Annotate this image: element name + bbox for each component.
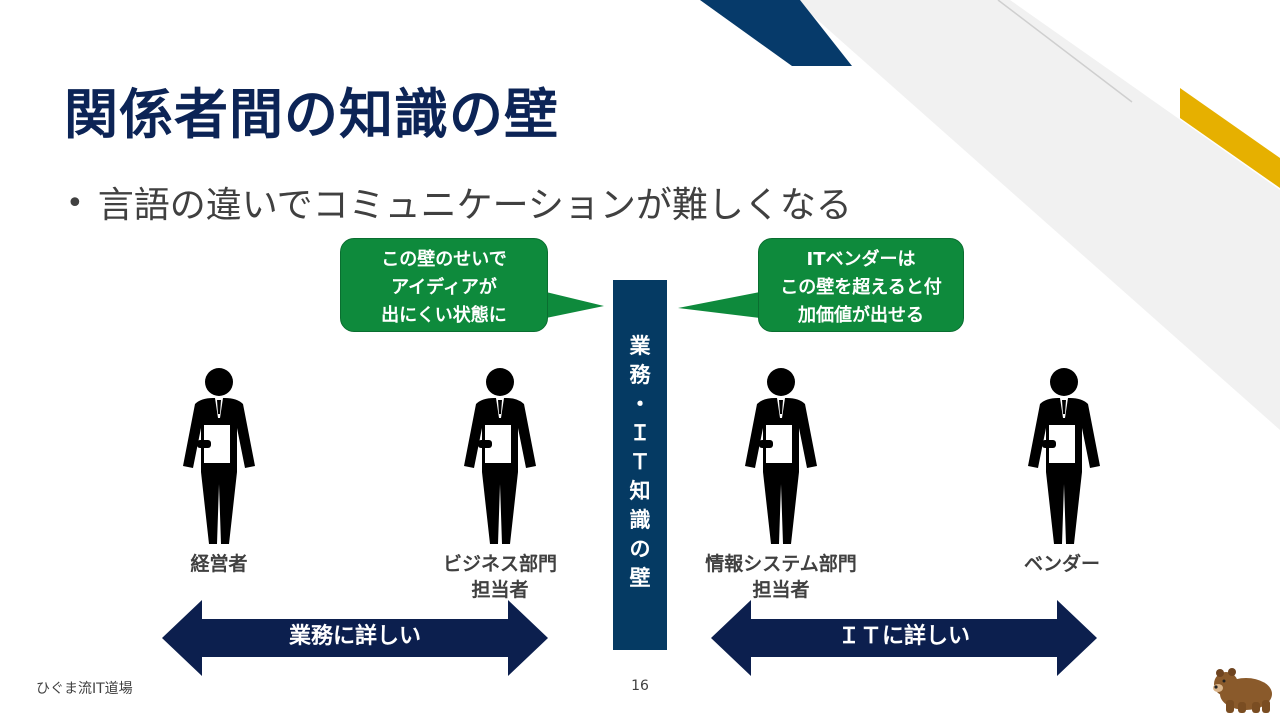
person-label-vendor: ベンダー xyxy=(962,551,1162,603)
callout-left-tail xyxy=(546,292,604,318)
callout-right-line: ITベンダーは xyxy=(806,249,916,270)
gold-diagonal-band xyxy=(1180,88,1280,188)
knowledge-wall: 業 務 ・ Ｉ Ｔ 知 識 の 壁 xyxy=(613,280,667,650)
person-label-business: ビジネス部門 担当者 xyxy=(400,551,600,603)
slide-title: 関係者間の知識の壁 xyxy=(64,83,559,146)
bullet-dot-icon: • xyxy=(66,186,84,221)
bullet-point: • 言語の違いでコミュニケーションが難しくなる xyxy=(66,176,852,228)
page-number: 16 xyxy=(631,678,649,694)
callout-right-tail xyxy=(678,292,760,318)
gray-diagonal-line xyxy=(997,0,1133,103)
gray-diagonal-band xyxy=(795,0,1280,430)
person-label-line: 担当者 xyxy=(471,579,529,601)
businessman-icon xyxy=(1028,368,1100,544)
person-label-line: ベンダー xyxy=(1023,553,1100,575)
bullet-text: 言語の違いでコミュニケーションが難しくなる xyxy=(97,185,852,226)
callout-right-line: この壁を超えると付 xyxy=(780,277,942,298)
arrow-label-it: ＩＴに詳しい xyxy=(837,624,970,649)
wall-char: 識 xyxy=(629,508,651,532)
double-arrow-left-icon xyxy=(162,600,548,676)
person-label-it-dept: 情報システム部門 担当者 xyxy=(681,551,881,603)
wall-char: の xyxy=(629,537,651,561)
callout-left-line: 出にくい状態に xyxy=(381,305,507,326)
businessman-icon xyxy=(464,368,536,544)
person-label-executive: 経営者 xyxy=(119,551,319,603)
blue-diagonal-band xyxy=(700,0,852,66)
footer-brand: ひぐま流IT道場 xyxy=(36,681,133,697)
wall-char: Ｔ xyxy=(629,450,651,474)
wall-char: 壁 xyxy=(629,566,651,590)
arrow-label-business: 業務に詳しい xyxy=(288,624,421,649)
wall-char: 知 xyxy=(629,479,651,503)
person-label-line: 情報システム部門 xyxy=(705,553,857,575)
callout-right: ITベンダーは この壁を超えると付 加価値が出せる xyxy=(758,238,964,332)
wall-char: 業 xyxy=(629,334,651,358)
person-label-line: 担当者 xyxy=(752,579,810,601)
bear-mascot-icon xyxy=(1213,668,1272,713)
callout-left-line: この壁のせいで xyxy=(381,249,507,270)
person-label-line: 経営者 xyxy=(190,553,248,575)
callout-left-line: アイディアが xyxy=(391,277,497,298)
wall-char: ・ xyxy=(629,392,651,416)
callout-right-line: 加価値が出せる xyxy=(798,305,924,326)
person-label-line: ビジネス部門 xyxy=(442,553,557,575)
wall-char: Ｉ xyxy=(629,421,651,445)
businessman-icon xyxy=(183,368,255,544)
businessman-icon xyxy=(745,368,817,544)
callout-left: この壁のせいで アイディアが 出にくい状態に xyxy=(340,238,548,332)
wall-char: 務 xyxy=(629,363,651,387)
double-arrow-right-icon xyxy=(711,600,1097,676)
